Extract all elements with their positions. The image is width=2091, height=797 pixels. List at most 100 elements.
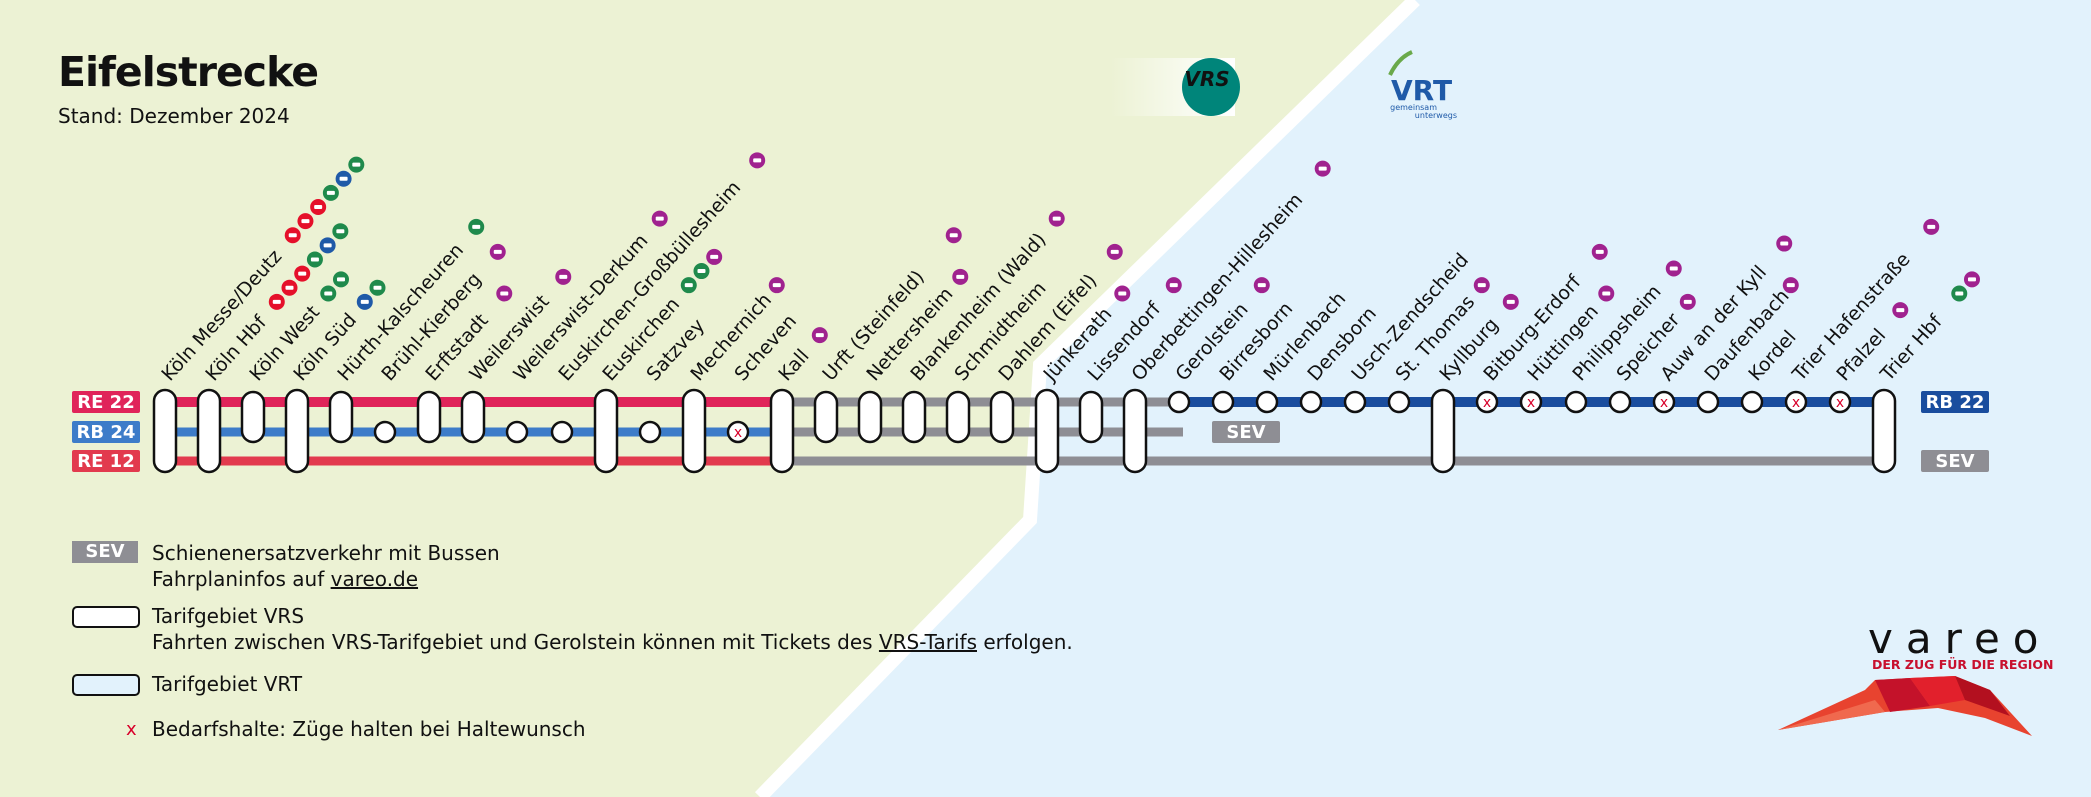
station-marker [726,420,750,444]
request-stop-mark: x [1527,395,1535,411]
badge-bus-icon [1923,218,1940,235]
badge-glyph [1118,291,1127,296]
legend-vrs-text: Tarifgebiet VRS Fahrten zwischen VRS-Tar… [152,603,1073,655]
request-stop-mark: x [1836,395,1844,411]
request-stop-mark: x [1792,395,1800,411]
badge-ic-icon [281,279,298,296]
badge-glyph [697,269,706,274]
badge-bus-icon [1892,302,1909,319]
line-label-re22-bg [72,391,140,413]
badge-glyph [360,299,369,304]
station-marker [550,420,574,444]
station-marker [1740,390,1764,414]
badge-bus-icon [1665,260,1682,277]
badge-bus-icon [555,268,572,285]
badge-bus-icon [1114,285,1131,302]
badge-glyph [710,254,719,259]
badge-bus-icon [1591,243,1608,260]
badge-s-icon [306,251,323,268]
station-marker [460,390,486,444]
badge-glyph [1595,249,1604,254]
sev-segment-label-bg [1212,421,1280,443]
badge-glyph [949,233,958,238]
badge-db-icon [369,279,386,296]
badge-glyph [310,257,319,262]
legend-sev-text: Schienenersatzverkehr mit Bussen Fahrpla… [152,540,500,592]
station-marker [505,420,529,444]
badge-bus-icon [1165,277,1182,294]
badge-glyph [314,204,323,209]
badge-bus-icon [749,152,766,169]
badge-glyph [301,219,310,224]
badge-bus-icon [706,248,723,265]
badge-db-icon [348,156,365,173]
badge-glyph [772,283,781,288]
badge-glyph [352,162,361,167]
vareo-logo-wordmark: vareo [1868,614,2052,663]
badge-glyph [1602,291,1611,296]
legend-vrt-swatch [72,674,140,696]
badge-glyph [493,249,502,254]
station-marker [1652,390,1676,414]
line-label-sev: SEV [1935,451,1974,472]
badge-s-icon [322,184,339,201]
station-marker [240,390,266,444]
line-label-re12: RE 12 [77,451,134,472]
badge-bus-icon [496,285,513,302]
station-label: Kall [774,345,813,385]
page-subtitle: Stand: Dezember 2024 [58,104,290,128]
badge-glyph [1318,166,1327,171]
badge-glyph [336,277,345,282]
badge-ic-icon [297,213,314,230]
station-label: Trier Hbf [1876,310,1948,386]
badge-db-icon [468,218,485,235]
badge-glyph [500,291,509,296]
legend-vrs-desc: Fahrten zwischen VRS-Tarifgebiet und Ger… [152,630,1073,654]
station-marker [1387,390,1411,414]
vrs-tarif-link[interactable]: VRS-Tarifs [878,630,977,654]
legend-sev-line2: Fahrplaninfos auf vareo.de [152,567,419,591]
station-marker [1343,390,1367,414]
request-stop-mark: x [1660,395,1668,411]
badge-bus-icon [1598,285,1615,302]
station-marker [1871,388,1897,474]
station-marker [1784,390,1808,414]
station-marker [373,420,397,444]
badge-bus-icon [1473,277,1490,294]
badge-glyph [298,271,307,276]
station-marker [284,388,310,474]
vrs-logo-text: VRS [1184,67,1229,91]
vareo-peak-d [1955,676,2010,716]
badge-glyph [1110,249,1119,254]
page-title: Eifelstrecke [58,48,319,96]
badge-glyph [373,285,382,290]
badge-bus-icon [489,243,506,260]
vareo-link[interactable]: vareo.de [330,567,419,591]
badge-glyph [1477,283,1486,288]
station-marker [196,388,222,474]
badge-glyph [288,233,297,238]
station-marker [945,390,971,444]
station-marker [593,388,619,474]
vareo-logo-tagline: DER ZUG FÜR DIE REGION [1872,657,2054,672]
badge-glyph [324,291,333,296]
badge-glyph [339,176,348,181]
vrt-logo-tagline-2: unterwegs [1415,111,1457,120]
station-marker [1078,390,1104,444]
vrs-logo-circle [1182,58,1240,116]
line-label-re22: RE 22 [77,392,134,413]
badge-u-icon [356,293,373,310]
station-marker [1564,390,1588,414]
badge-glyph [326,190,335,195]
vareo-peak-b [1875,678,1930,712]
station-marker [769,388,795,474]
station-marker [1696,390,1720,414]
vrt-logo-tagline-1: gemeinsam [1390,103,1437,112]
badge-db-icon [1951,285,1968,302]
station-marker [328,390,354,444]
badge-bus-icon [1314,160,1331,177]
badge-ic-icon [284,227,301,244]
badge-s-icon [680,277,697,294]
